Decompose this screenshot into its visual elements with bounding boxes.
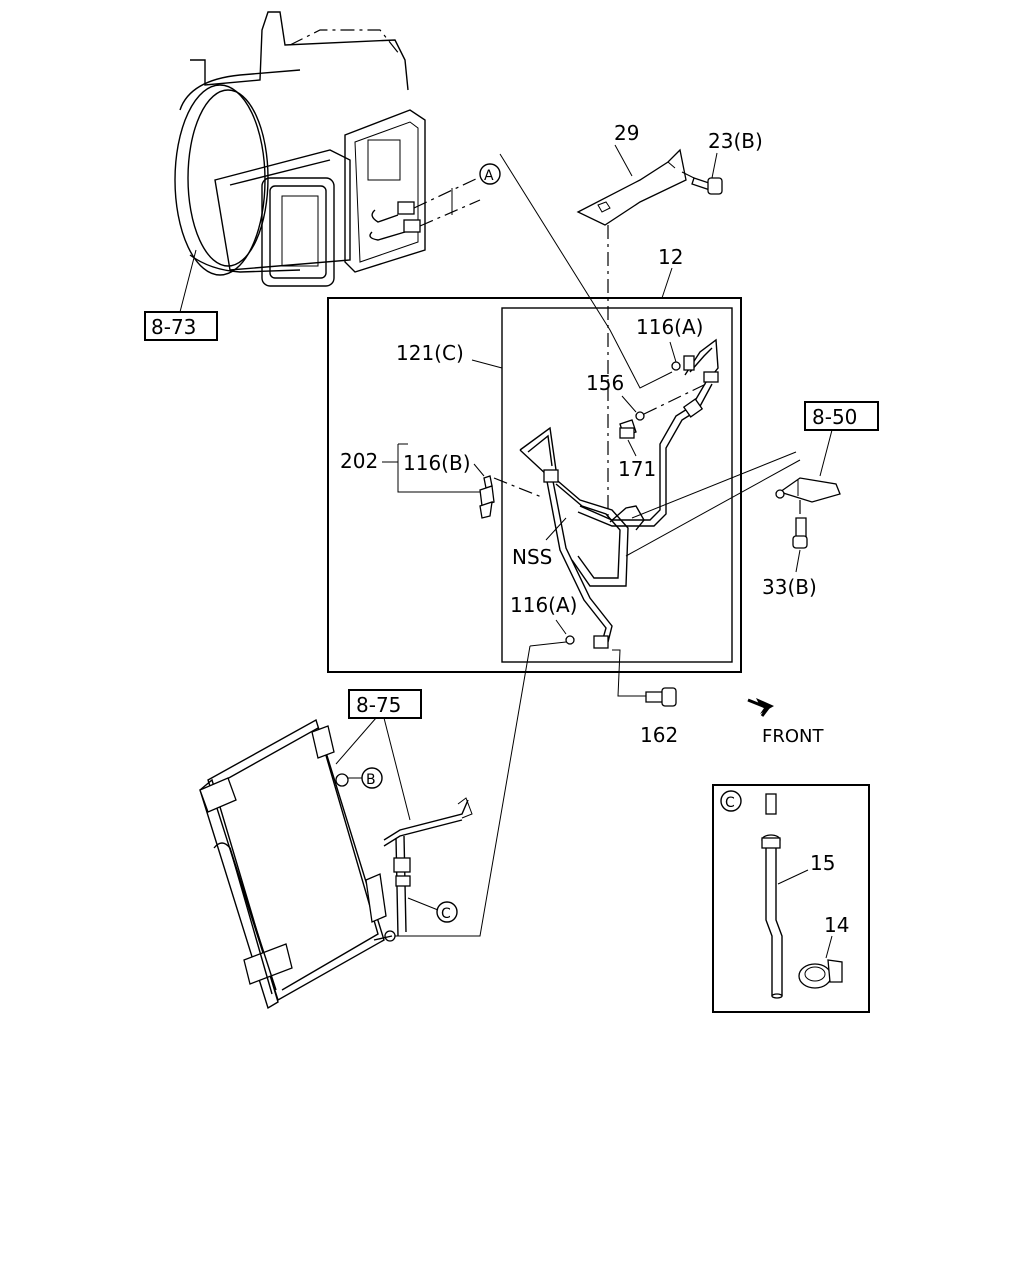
marker-circle-b	[361, 767, 383, 789]
ref-label-8-73: 8-73	[151, 315, 196, 339]
part-label-116a-low: 116(A)	[510, 593, 577, 617]
ref-box-8-73	[144, 311, 218, 341]
front-label: FRONT	[762, 726, 824, 747]
o-ring-116a-low	[565, 635, 575, 645]
marker-a-label: A	[484, 168, 494, 184]
part-label-116b: 116(B)	[403, 451, 471, 475]
front-arrow-icon	[742, 698, 774, 717]
part-label-171: 171	[618, 457, 656, 481]
ref-box-8-50	[804, 401, 879, 431]
detail-box-c	[712, 784, 870, 1013]
part-label-33b: 33(B)	[762, 575, 817, 599]
ref-label-8-75: 8-75	[356, 693, 401, 717]
part-label-202: 202	[340, 449, 378, 473]
ref-label-8-50: 8-50	[812, 405, 857, 429]
ref-box-8-75	[348, 689, 422, 719]
part-label-23b: 23(B)	[708, 129, 763, 153]
bolt-23b	[681, 171, 723, 195]
bolt-162	[645, 687, 677, 707]
nut-171	[619, 419, 637, 439]
bolt-33b	[792, 517, 808, 549]
marker-c-detail-label: C	[725, 795, 735, 811]
part-label-121c: 121(C)	[396, 341, 464, 365]
ac-pipe-121c	[519, 338, 719, 649]
evaporator-unit	[174, 11, 481, 287]
part-label-156: 156	[586, 371, 624, 395]
marker-b-label: B	[366, 772, 376, 788]
part-label-116a-top: 116(A)	[636, 315, 703, 339]
assembly-box-12	[327, 297, 742, 673]
bracket-8-50	[775, 477, 841, 503]
o-ring-156	[635, 411, 645, 421]
marker-circle-c-condenser	[436, 901, 458, 923]
clamp-14	[798, 959, 843, 989]
part-label-14: 14	[824, 913, 849, 937]
label-nss: NSS	[512, 545, 552, 569]
switch-202	[479, 475, 495, 519]
marker-circle-a	[479, 163, 501, 185]
o-ring-116a-top	[671, 361, 681, 371]
part-label-162: 162	[640, 723, 678, 747]
part-label-15: 15	[810, 851, 835, 875]
marker-circle-c-detail	[720, 790, 742, 812]
pipe-15	[761, 793, 783, 999]
part-label-12: 12	[658, 245, 683, 269]
bracket-29	[576, 148, 687, 226]
subassembly-box-121c	[501, 307, 733, 663]
condenser-8-75	[199, 718, 473, 1010]
marker-c-condenser-label: C	[441, 906, 451, 922]
part-label-29: 29	[614, 121, 639, 145]
